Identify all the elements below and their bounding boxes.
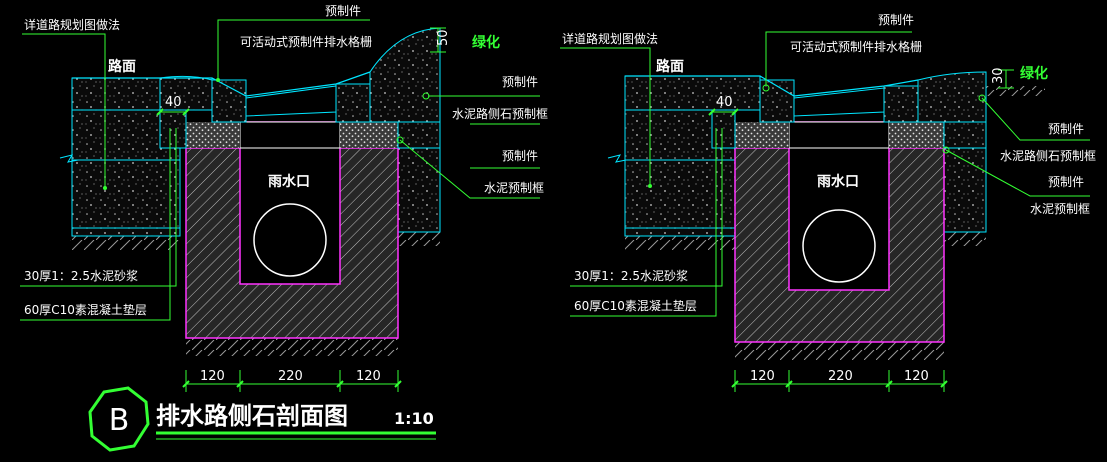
title-text: 排水路侧石剖面图: [156, 402, 348, 430]
right-drain-pipe: [802, 209, 876, 283]
left-curb-frame-label: 水泥路侧石预制框: [452, 106, 548, 121]
right-dim-220: 220: [828, 369, 853, 384]
title-badge: [88, 386, 150, 452]
left-grate-block-1: [211, 79, 247, 123]
left-dim-40: 40: [165, 95, 182, 110]
left-dim-120b: 120: [356, 369, 381, 384]
right-leaders: [560, 31, 1090, 317]
left-road-label: 路面: [108, 58, 136, 75]
right-road-slab: [624, 75, 761, 111]
right-earth-bottom: [735, 342, 944, 360]
left-road-note: 详道路规划图做法: [24, 17, 120, 32]
right-earth-green: [985, 86, 1045, 96]
left-precast-label-1: 预制件: [325, 4, 361, 18]
left-cushion-label: 60厚C10素混凝土垫层: [24, 302, 147, 317]
right-dim-30: 30: [991, 67, 1006, 84]
title-scale: 1:10: [394, 409, 434, 428]
right-dim-line: [734, 370, 945, 392]
left-earth-bottom: [186, 338, 398, 356]
left-inlet-label: 雨水口: [268, 173, 310, 190]
right-cushion-label: 60厚C10素混凝土垫层: [574, 298, 697, 313]
right-inlet-label: 雨水口: [817, 173, 859, 190]
title-badge-letter: B: [109, 403, 130, 438]
left-mortar-label: 30厚1：2.5水泥砂浆: [24, 268, 138, 283]
right-curb-stone: [917, 71, 987, 123]
left-dim-120a: 120: [200, 369, 225, 384]
right-earth-right: [944, 232, 986, 246]
left-dim-line: [185, 370, 399, 392]
right-grate-block-1: [759, 79, 795, 123]
left-leaders: [20, 19, 540, 321]
right-cement-frame-label: 水泥预制框: [1030, 202, 1090, 216]
left-grate-block-2: [335, 83, 371, 123]
right-road-label: 路面: [656, 58, 684, 75]
right-dim-40: 40: [716, 95, 733, 110]
right-mortar-left: [735, 122, 789, 148]
left-mortar-right: [340, 122, 398, 148]
right-precast-label-3: 预制件: [1048, 175, 1084, 189]
right-precast-label-1: 预制件: [878, 13, 914, 27]
left-grate-label: 可活动式预制件排水格栅: [240, 34, 372, 49]
left-dim-50: 50: [436, 29, 451, 46]
right-grate-label: 可活动式预制件排水格栅: [790, 39, 922, 54]
right-green-label: 绿化: [1020, 65, 1048, 82]
right-road-note: 详道路规划图做法: [562, 31, 658, 46]
right-grate-block-2: [883, 85, 919, 123]
left-precast-label-2: 预制件: [502, 75, 538, 89]
left-earth-left: [70, 236, 180, 250]
right-section: 详道路规划图做法 路面 预制件 可活动式预制件排水格栅 30 绿化 40 预制件…: [560, 13, 1096, 392]
right-dim-120a: 120: [750, 369, 775, 384]
left-green-label: 绿化: [472, 34, 500, 51]
right-earth-left: [625, 236, 735, 250]
right-curb-frame-label: 水泥路侧石预制框: [1000, 148, 1096, 163]
left-dim-220: 220: [278, 369, 303, 384]
right-mortar-right: [889, 122, 944, 148]
left-section: 详道路规划图做法 路面 预制件 可活动式预制件排水格栅 50 绿化 预制件 水泥…: [20, 4, 548, 392]
left-drain-pipe: [253, 203, 327, 277]
right-precast-label-2: 预制件: [1048, 122, 1084, 136]
right-mortar-label: 30厚1：2.5水泥砂浆: [574, 268, 688, 283]
left-precast-frame-left: [159, 109, 187, 149]
left-curb-stone: [369, 27, 441, 123]
left-mortar-left: [186, 122, 240, 148]
left-precast-label-3: 预制件: [502, 149, 538, 163]
right-grate: [793, 87, 885, 117]
right-precast-frame-left: [711, 109, 736, 149]
right-dim-120b: 120: [904, 369, 929, 384]
left-cement-frame-label: 水泥预制框: [484, 181, 544, 195]
left-earth-right: [398, 232, 440, 246]
title-block: B 排水路侧石剖面图 1:10: [88, 386, 436, 452]
